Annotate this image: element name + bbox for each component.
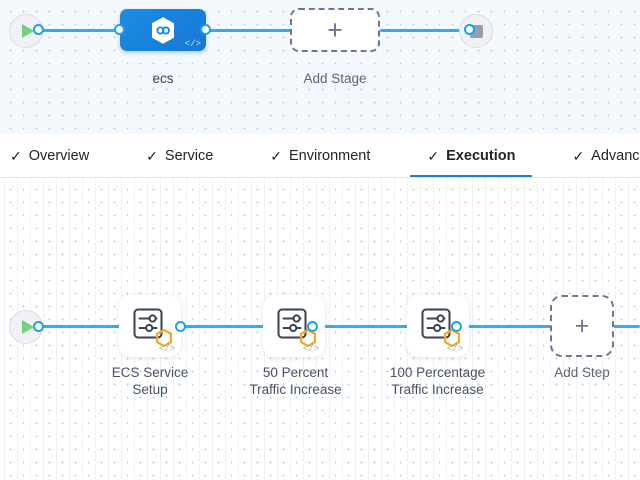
stage-connector-ecs-to-add	[204, 29, 304, 32]
step-connector-add-to-next	[612, 325, 640, 328]
stage-port-end-in[interactable]	[464, 24, 475, 35]
add-step-label: Add Step	[554, 365, 610, 380]
step-label-50-percent-traffic-increase: 50 Percent Traffic Increase	[249, 365, 342, 397]
step-connector-3-to-add	[468, 325, 552, 328]
plus-icon: +	[327, 14, 343, 45]
play-icon	[21, 24, 34, 38]
tab-advanced[interactable]: ✓ Advanced	[572, 148, 640, 164]
stage-graph-canvas[interactable]: </> ecs + Add Stage	[0, 0, 640, 134]
play-icon	[21, 320, 34, 334]
add-stage-button[interactable]: +	[290, 8, 380, 52]
step-port-3-in[interactable]	[451, 321, 462, 332]
check-icon: ✓	[572, 148, 585, 164]
aws-hexagon-icon	[300, 329, 316, 347]
tab-execution[interactable]: ✓ Execution	[410, 134, 533, 178]
plus-icon: +	[574, 311, 590, 340]
step-port-2-in[interactable]	[307, 321, 318, 332]
step-settings-icon	[418, 306, 460, 347]
step-settings-icon	[130, 306, 172, 347]
stage-config-tabs[interactable]: ✓ Overview ✓ Service ✓ Environment ✓ Exe…	[0, 134, 640, 178]
step-label-ecs-service-setup: ECS Service Setup	[111, 365, 189, 397]
step-connector-2-to-3	[324, 325, 434, 328]
check-icon: ✓	[270, 148, 282, 164]
code-view-icon[interactable]: </>	[184, 39, 201, 49]
aws-hexagon-icon	[156, 329, 172, 347]
add-stage-label: Add Stage	[303, 71, 367, 86]
tab-overview[interactable]: ✓ Overview	[10, 148, 90, 164]
stage-connector-start-to-ecs	[28, 29, 138, 32]
stage-port-start-out[interactable]	[33, 24, 44, 35]
service-hexagon-icon	[152, 16, 174, 44]
tab-environment[interactable]: ✓ Environment	[270, 148, 371, 164]
code-view-icon[interactable]: </>	[302, 344, 319, 354]
step-label-100-percentage-traffic-increase: 100 Percentage Traffic Increase	[389, 365, 486, 397]
stage-node-label-ecs: ecs	[152, 71, 174, 86]
check-icon: ✓	[427, 148, 440, 164]
add-step-button[interactable]: +	[550, 295, 614, 357]
check-icon: ✓	[146, 148, 158, 164]
stage-connector-add-to-end	[380, 29, 472, 32]
stage-node-ecs[interactable]: </>	[120, 9, 206, 51]
code-view-icon[interactable]: </>	[446, 344, 463, 354]
stage-port-ecs-in[interactable]	[114, 24, 125, 35]
step-port-1-out[interactable]	[175, 321, 186, 332]
stage-port-ecs-out[interactable]	[200, 24, 211, 35]
step-connector-start-to-1	[28, 325, 140, 328]
check-icon: ✓	[10, 148, 22, 164]
tab-service[interactable]: ✓ Service	[146, 148, 214, 164]
step-settings-icon	[274, 306, 316, 347]
step-port-start-out[interactable]	[33, 321, 44, 332]
step-node-ecs-service-setup[interactable]: </>	[119, 295, 181, 357]
step-connector-1-to-2	[180, 325, 290, 328]
code-view-icon[interactable]: </>	[158, 344, 175, 354]
execution-graph-canvas[interactable]: </> ECS Service Setup	[0, 178, 640, 480]
aws-hexagon-icon	[444, 329, 460, 347]
